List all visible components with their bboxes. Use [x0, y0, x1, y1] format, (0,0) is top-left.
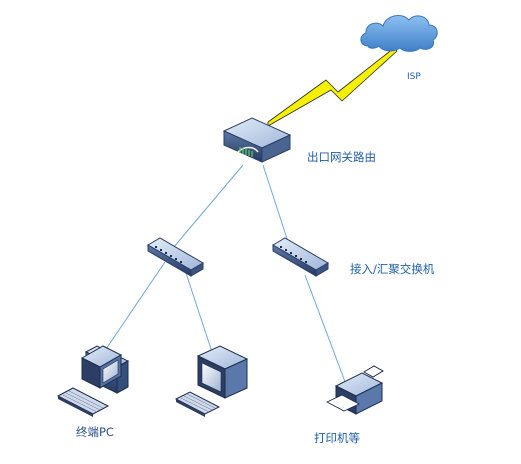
- desktop-computer-icon-1: [56, 345, 130, 417]
- links: [103, 164, 348, 388]
- cloud-icon: [360, 14, 438, 52]
- wan-lightning-icon: [267, 47, 398, 127]
- printer-icon: [326, 365, 384, 415]
- pc-label: 终端PC: [76, 425, 114, 439]
- router-label: 出口网关路由: [307, 150, 376, 164]
- switch-label: 接入/汇聚交换机: [350, 262, 435, 276]
- link-switch1-pc1: [103, 261, 166, 353]
- switch-icon-2: [272, 237, 329, 277]
- switch-icon-1: [147, 237, 204, 277]
- link-switch2-printer: [304, 274, 348, 388]
- link-router-switch1: [167, 164, 244, 255]
- router-icon: [222, 117, 292, 163]
- desktop-computer-icon-2: [174, 345, 249, 417]
- isp-label: ISP: [407, 72, 421, 82]
- link-switch1-pc2: [184, 269, 214, 356]
- printer-label: 打印机等: [314, 431, 360, 445]
